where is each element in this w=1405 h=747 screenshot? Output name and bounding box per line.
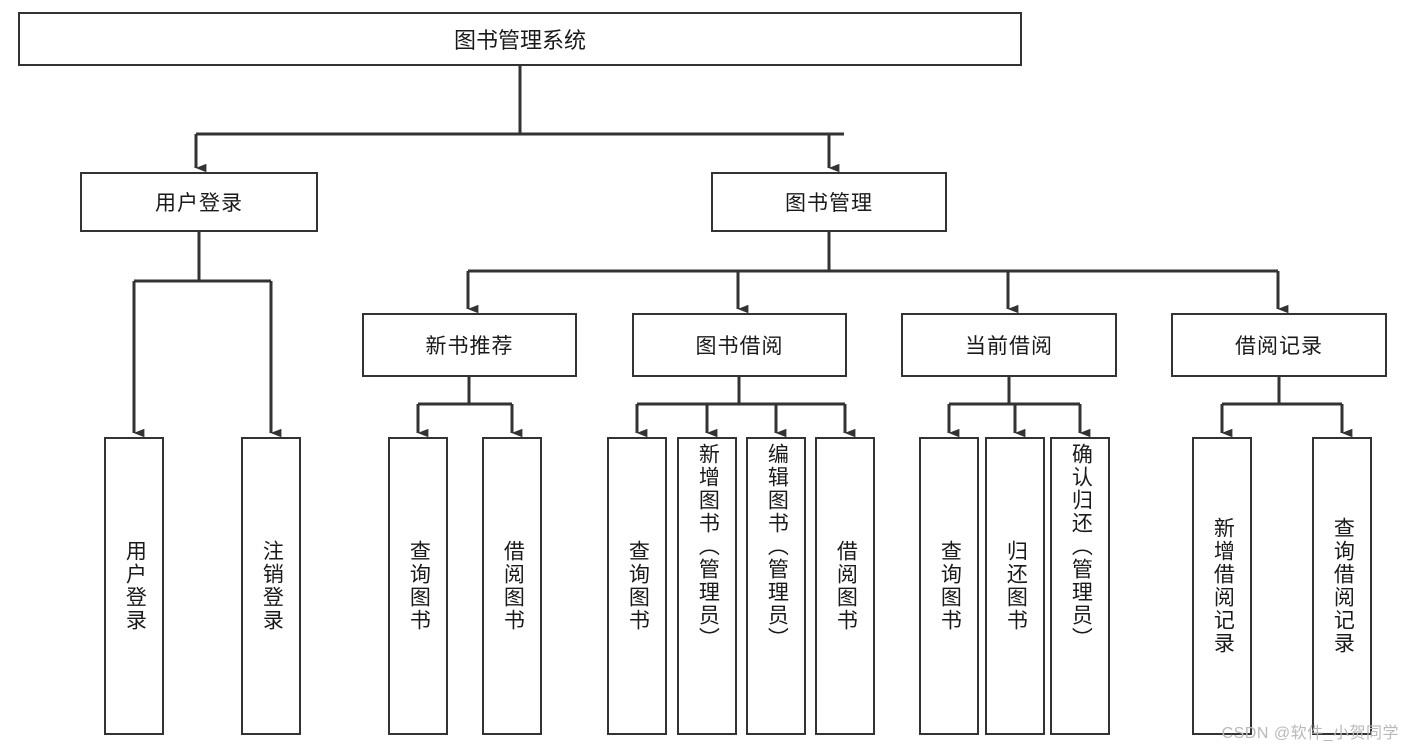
node-label: 图书管理系统 [453,28,586,53]
node-label: 新书推荐 [425,335,514,358]
node-label: 图书管理 [785,192,873,215]
node-label: 用户登录 [155,192,243,215]
leaf-label: 查询借阅记录 [1331,517,1355,655]
watermark: CSDN @软件_小贺同学 [1221,725,1399,742]
node-new-book-recommend[interactable]: 新书推荐 [362,313,577,377]
node-book-borrow[interactable]: 图书借阅 [632,313,847,377]
leaf-user-login[interactable]: 用户登录 [104,437,164,735]
node-book-management[interactable]: 图书管理 [711,172,947,232]
leaf-logout[interactable]: 注销登录 [241,437,301,735]
leaf-label: 借阅图书 [834,540,858,632]
node-label: 图书借阅 [695,335,784,358]
leaf-query-book-current[interactable]: 查询图书 [919,437,979,735]
node-user-login[interactable]: 用户登录 [80,172,318,232]
leaf-query-book-borrow[interactable]: 查询图书 [607,437,667,735]
leaf-label: 新增图书（管理员） [696,443,720,650]
node-label: 借阅记录 [1235,335,1323,358]
leaf-label: 归还图书 [1004,540,1028,632]
leaf-borrow-book-recommend[interactable]: 借阅图书 [482,437,542,735]
leaf-borrow-book[interactable]: 借阅图书 [815,437,875,735]
leaf-query-borrow-record[interactable]: 查询借阅记录 [1312,437,1372,735]
leaf-label: 查询图书 [938,540,962,632]
leaf-return-book[interactable]: 归还图书 [985,437,1045,735]
leaf-label: 查询图书 [626,540,650,632]
node-root-book-management-system[interactable]: 图书管理系统 [18,12,1022,66]
leaf-label: 确认归还（管理员） [1069,443,1093,650]
leaf-label: 编辑图书（管理员） [765,443,789,650]
leaf-add-book-admin[interactable]: 新增图书（管理员） [677,437,737,735]
leaf-label: 借阅图书 [501,540,525,632]
leaf-add-borrow-record[interactable]: 新增借阅记录 [1192,437,1252,735]
leaf-confirm-return-admin[interactable]: 确认归还（管理员） [1050,437,1110,735]
leaf-edit-book-admin[interactable]: 编辑图书（管理员） [746,437,806,735]
node-borrow-record[interactable]: 借阅记录 [1171,313,1387,377]
node-current-borrow[interactable]: 当前借阅 [901,313,1117,377]
leaf-label: 用户登录 [123,540,147,632]
node-label: 当前借阅 [965,335,1053,358]
leaf-label: 注销登录 [260,540,284,632]
leaf-label: 新增借阅记录 [1211,517,1235,655]
leaf-query-book-recommend[interactable]: 查询图书 [388,437,448,735]
leaf-label: 查询图书 [407,540,431,632]
